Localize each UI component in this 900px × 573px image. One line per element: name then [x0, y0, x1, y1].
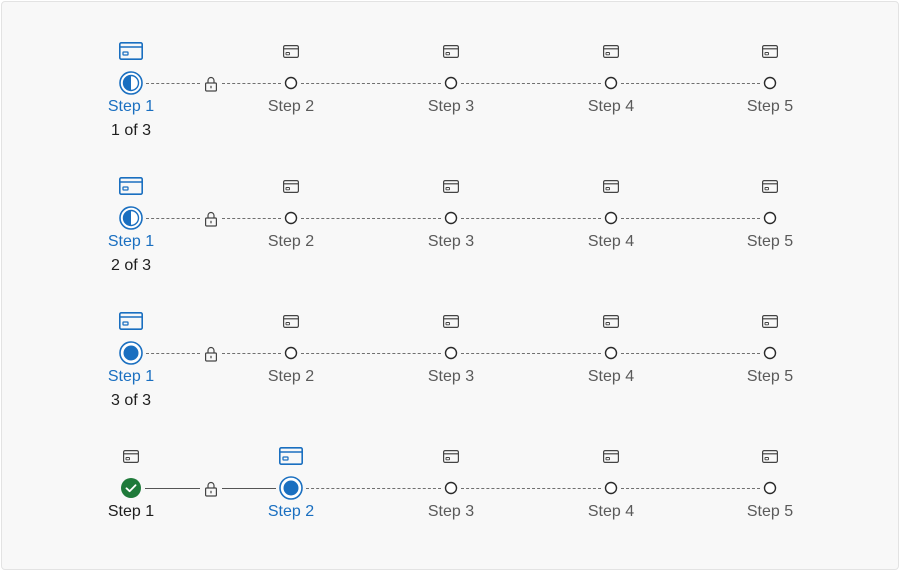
card-icon: [443, 314, 459, 328]
step-connector: [301, 83, 441, 84]
step-label: Step 2: [267, 368, 315, 385]
step-pending-icon: [604, 76, 618, 90]
card-icon: [603, 44, 619, 58]
step-pending-icon: [604, 346, 618, 360]
step-label: Step 4: [587, 233, 635, 250]
step-connector: [222, 353, 281, 354]
step-connector: [301, 218, 441, 219]
step-active-progress-icon: [119, 71, 143, 95]
step-active-progress-icon: [119, 206, 143, 230]
step-connector: [222, 218, 281, 219]
step-active-progress-icon: [279, 476, 303, 500]
step-label: Step 1: [107, 98, 155, 115]
card-icon: [119, 177, 143, 195]
step-connector: [145, 488, 200, 489]
step-label: Step 1: [107, 368, 155, 385]
card-icon: [443, 179, 459, 193]
card-icon: [603, 314, 619, 328]
step-progress-text: 3 of 3: [110, 392, 152, 409]
step-label: Step 3: [427, 98, 475, 115]
lock-icon: [205, 76, 218, 92]
step-connector: [621, 218, 760, 219]
step-connector: [146, 353, 200, 354]
step-connector: [146, 83, 200, 84]
step-label: Step 2: [267, 503, 315, 520]
step-progress-text: 1 of 3: [110, 122, 152, 139]
step-pending-icon: [444, 76, 458, 90]
card-icon: [283, 179, 299, 193]
step-active-progress-icon: [119, 341, 143, 365]
step-pending-icon: [284, 346, 298, 360]
step-label: Step 5: [746, 503, 794, 520]
step-label: Step 4: [587, 368, 635, 385]
progress-stepper: Step 1 Step 2 Step 3 Step 4 Step 5 1 of 3: [0, 38, 900, 168]
card-icon: [283, 44, 299, 58]
step-label: Step 3: [427, 503, 475, 520]
step-connector: [146, 218, 200, 219]
step-pending-icon: [444, 346, 458, 360]
step-pending-icon: [763, 211, 777, 225]
step-pending-icon: [444, 211, 458, 225]
step-connector: [222, 83, 281, 84]
step-pending-icon: [604, 211, 618, 225]
step-connector: [461, 353, 601, 354]
card-icon: [443, 44, 459, 58]
card-icon: [762, 314, 778, 328]
card-icon: [762, 179, 778, 193]
card-icon: [443, 449, 459, 463]
step-label: Step 5: [746, 98, 794, 115]
card-icon: [279, 447, 303, 465]
step-pending-icon: [763, 76, 777, 90]
card-icon: [603, 179, 619, 193]
card-icon: [762, 44, 778, 58]
step-pending-icon: [444, 481, 458, 495]
lock-icon: [205, 346, 218, 362]
step-pending-icon: [604, 481, 618, 495]
step-connector: [621, 353, 760, 354]
card-icon: [603, 449, 619, 463]
step-connector: [621, 488, 760, 489]
step-complete-check-icon: [121, 478, 141, 498]
step-label: Step 3: [427, 233, 475, 250]
step-label: Step 5: [746, 368, 794, 385]
step-connector: [306, 488, 441, 489]
step-progress-text: 2 of 3: [110, 257, 152, 274]
card-icon: [123, 449, 139, 463]
step-pending-icon: [763, 346, 777, 360]
step-label: Step 2: [267, 233, 315, 250]
step-label: Step 4: [587, 98, 635, 115]
step-pending-icon: [763, 481, 777, 495]
step-label: Step 3: [427, 368, 475, 385]
step-pending-icon: [284, 76, 298, 90]
step-label: Step 4: [587, 503, 635, 520]
step-connector: [222, 488, 276, 489]
card-icon: [119, 312, 143, 330]
step-label: Step 1: [107, 503, 155, 520]
step-label: Step 2: [267, 98, 315, 115]
step-connector: [461, 218, 601, 219]
card-icon: [762, 449, 778, 463]
progress-stepper: Step 1 Step 2 Step 3 Step 4 Step 5 3 of 3: [0, 308, 900, 438]
step-pending-icon: [284, 211, 298, 225]
card-icon: [119, 42, 143, 60]
lock-icon: [205, 211, 218, 227]
progress-stepper: Step 1 Step 2 Step 3 Step 4 Step 5: [0, 443, 900, 573]
step-connector: [461, 83, 601, 84]
progress-stepper: Step 1 Step 2 Step 3 Step 4 Step 5 2 of 3: [0, 173, 900, 303]
step-connector: [461, 488, 601, 489]
card-icon: [283, 314, 299, 328]
step-label: Step 1: [107, 233, 155, 250]
lock-icon: [205, 481, 218, 497]
step-connector: [621, 83, 760, 84]
step-connector: [301, 353, 441, 354]
step-label: Step 5: [746, 233, 794, 250]
